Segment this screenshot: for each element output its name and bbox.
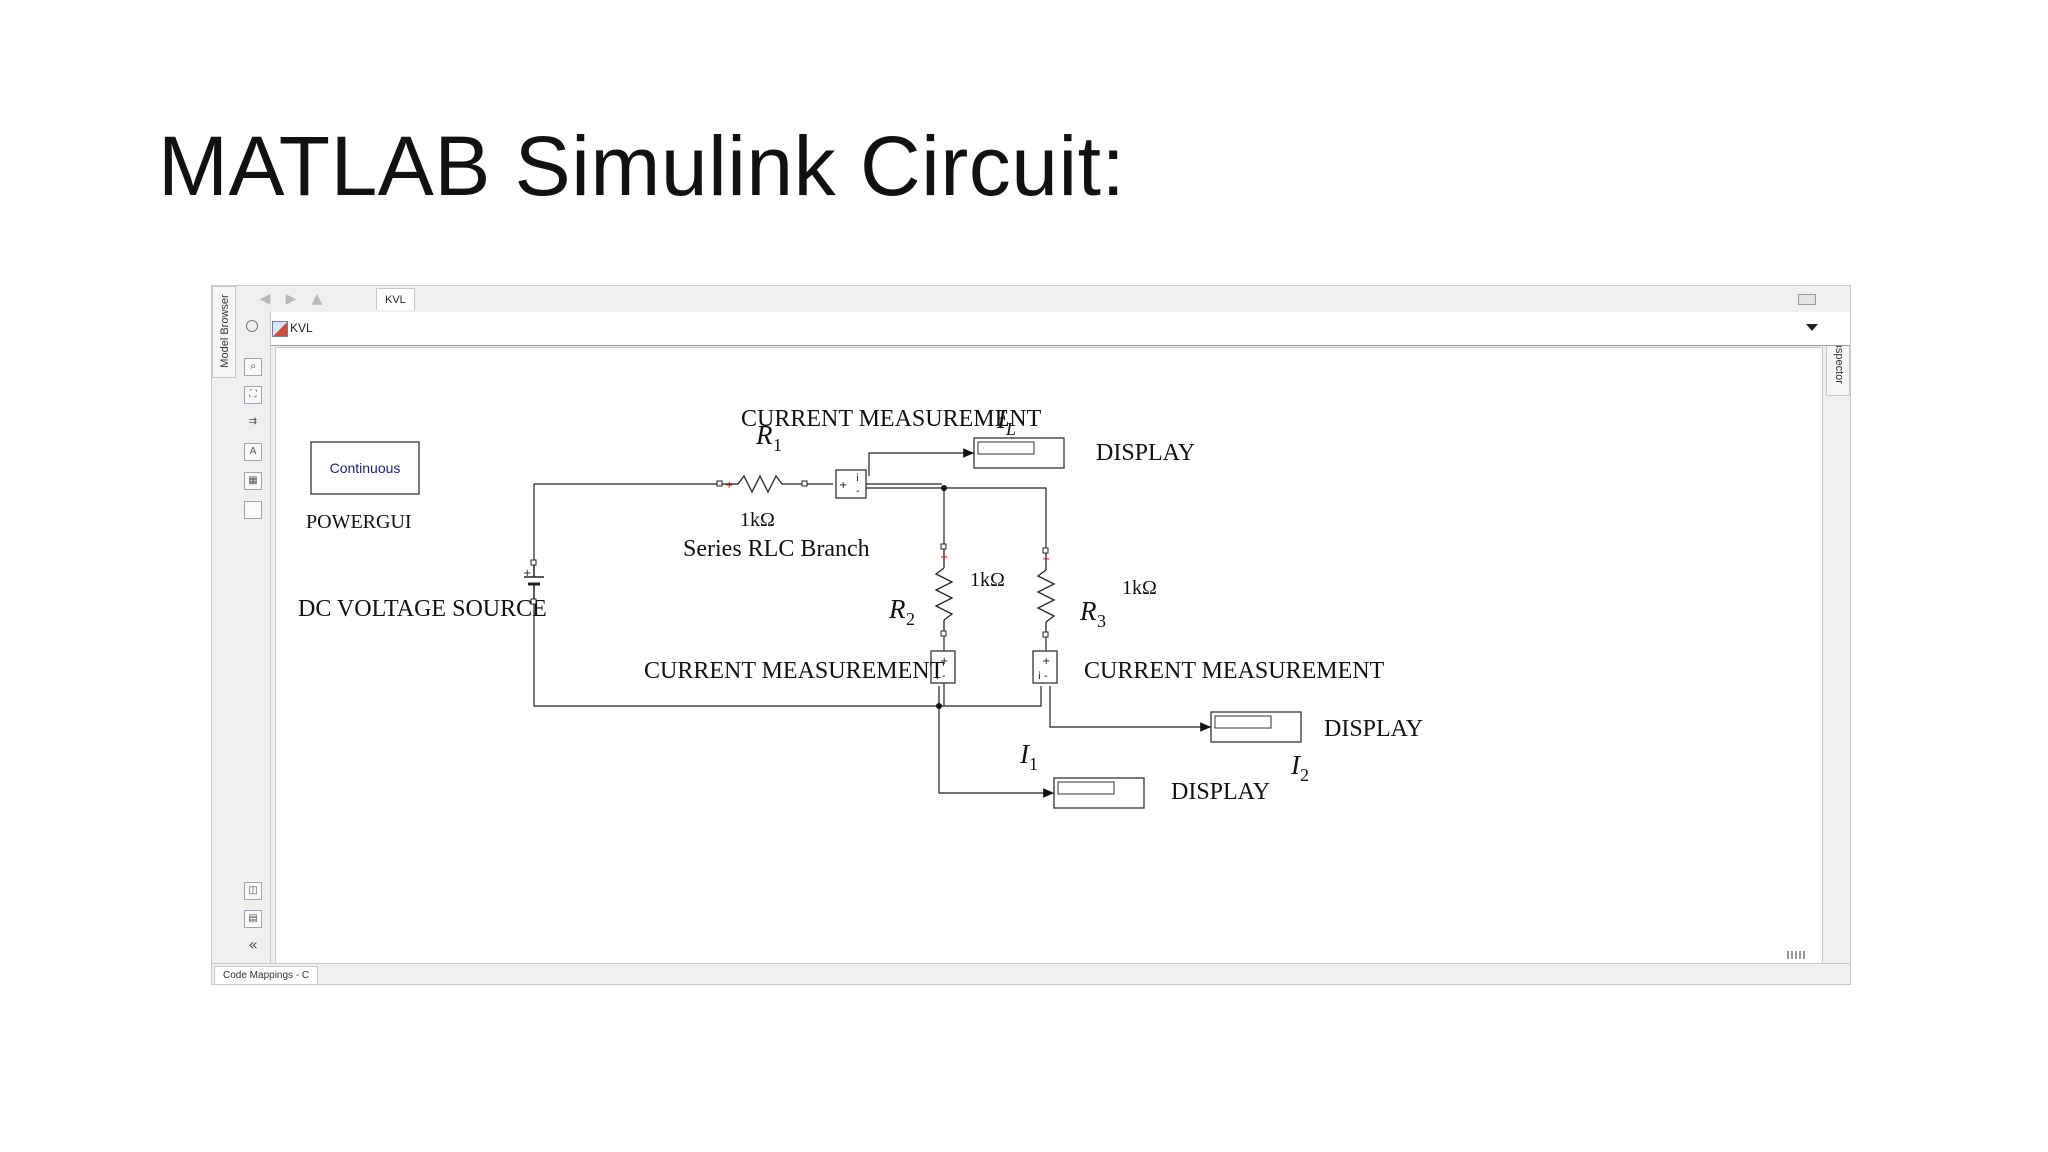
tab-kvl[interactable]: KVL (376, 288, 415, 310)
display-top-screen (977, 441, 1035, 455)
model-icon (272, 321, 288, 337)
display-bottom-screen (1057, 781, 1115, 795)
arrow-left-icon[interactable]: ◀ (259, 291, 271, 307)
plus-sign: + (523, 568, 531, 579)
arrange-icon[interactable]: ⇉ (248, 416, 258, 427)
left-toolbar: ⌕ ⛶ ⇉ A ▦ ◫ ▤ « (236, 312, 271, 964)
i1-sub: 1 (1029, 754, 1038, 774)
hide-explorer-icon[interactable] (246, 320, 258, 332)
plus-sign: + (725, 480, 733, 491)
il-sub: L (1005, 419, 1016, 439)
i-port-label: i - (1038, 671, 1048, 682)
r2-symbol: R (888, 594, 906, 624)
current-meas-top-label: CURRENT MEASUREMENT (741, 406, 1042, 432)
circuit-diagram: Continuous POWERGUI DC VOLTAGE SOURCE (298, 404, 1805, 959)
double-chevron-left-icon[interactable]: « (248, 935, 258, 954)
display-right-screen (1214, 715, 1272, 729)
r1-block-name: Series RLC Branch (683, 536, 870, 562)
annotation-icon[interactable]: A (244, 443, 262, 461)
r3-sub: 3 (1097, 611, 1106, 631)
window-layout-icon[interactable] (1798, 294, 1816, 305)
powergui-block[interactable] (310, 441, 420, 495)
current-measurement-left-block[interactable] (930, 650, 956, 684)
plus-sign: + (1042, 656, 1050, 667)
zoom-icon[interactable]: ⌕ (244, 358, 262, 376)
fit-to-view-icon[interactable]: ⛶ (244, 386, 262, 404)
r2-sub: 2 (906, 609, 915, 629)
r1-symbol: R (755, 420, 773, 450)
chevron-down-icon[interactable] (1806, 324, 1818, 331)
resistor-r2[interactable] (934, 543, 954, 637)
r2-value: 1kΩ (970, 569, 1005, 591)
powergui-label: POWERGUI (306, 511, 412, 533)
r3-value: 1kΩ (1122, 577, 1157, 599)
area-icon[interactable] (244, 501, 262, 519)
display-right-label: DISPLAY (1324, 716, 1423, 742)
model-browser-tab[interactable]: Model Browser (212, 286, 236, 378)
plus-sign: + (839, 480, 847, 491)
junction-top (941, 485, 947, 491)
current-measurement-right-block[interactable] (1032, 650, 1058, 684)
display-top-label: DISPLAY (1096, 440, 1195, 466)
i-port-label: i (856, 473, 859, 484)
r3-symbol: R (1079, 596, 1097, 626)
current-measurement-top-block[interactable] (835, 469, 867, 499)
powergui-block-text: Continuous (330, 460, 401, 476)
breadcrumb[interactable]: KVL (290, 321, 313, 335)
r1-value: 1kΩ (740, 509, 775, 531)
simulink-window: Model Browser Property Inspector ◀ ▶ ▲ K… (211, 285, 1851, 985)
canvas-overview-icon[interactable] (1787, 951, 1805, 959)
screenshot-icon[interactable]: ◫ (244, 882, 262, 900)
image-icon[interactable]: ▦ (244, 472, 262, 490)
dc-voltage-source[interactable] (524, 559, 544, 605)
junction-bottom (936, 703, 942, 709)
i1-symbol: I (1019, 739, 1031, 769)
plus-sign: + (1042, 554, 1050, 565)
dc-source-label: DC VOLTAGE SOURCE (298, 596, 547, 622)
model-browser-label: Model Browser (219, 294, 231, 368)
current-meas-left-label: CURRENT MEASUREMENT (644, 658, 945, 684)
il-symbol: I (996, 404, 1008, 434)
model-canvas[interactable]: Continuous POWERGUI DC VOLTAGE SOURCE (275, 347, 1823, 964)
circuit-wires (533, 448, 1211, 798)
current-meas-right-label: CURRENT MEASUREMENT (1084, 658, 1385, 684)
resistor-r3[interactable] (1036, 547, 1056, 638)
resistor-r1[interactable] (716, 474, 833, 494)
plus-sign: + (940, 656, 948, 667)
model-settings-icon[interactable]: ▤ (244, 910, 262, 928)
arrow-right-icon[interactable]: ▶ (285, 291, 297, 307)
status-bar: Code Mappings - C (212, 963, 1850, 985)
plus-sign: + (940, 552, 948, 563)
r1-sub: 1 (773, 435, 782, 455)
slide-title: MATLAB Simulink Circuit: (158, 119, 1126, 213)
i2-sub: 2 (1300, 765, 1309, 785)
arrow-up-icon[interactable]: ▲ (311, 291, 323, 307)
address-bar: KVL (250, 312, 1850, 346)
top-toolbar: ◀ ▶ ▲ KVL (250, 286, 1850, 313)
display-bottom-label: DISPLAY (1171, 779, 1270, 805)
minus-sign: - (856, 486, 860, 497)
i-port-label: i - (936, 671, 946, 682)
code-mappings-tab[interactable]: Code Mappings - C (214, 966, 319, 985)
i2-symbol: I (1290, 750, 1302, 780)
